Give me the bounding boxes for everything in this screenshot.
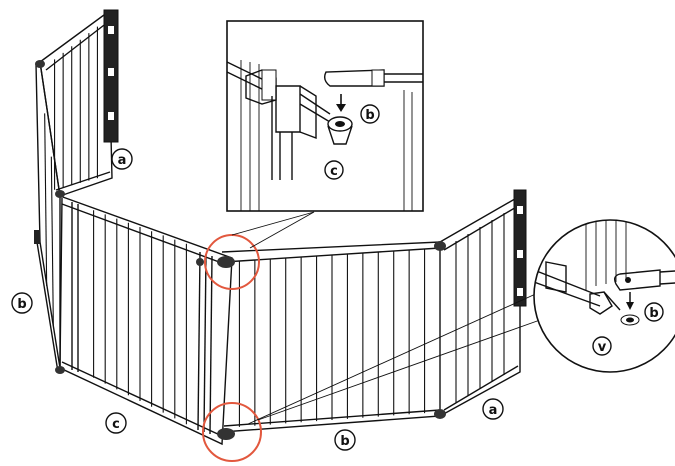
- left-side-panel: [34, 61, 63, 373]
- label-left-panel-a: a: [118, 153, 127, 168]
- left-side-bar: [50, 156, 54, 327]
- right-long-panel: [221, 241, 441, 433]
- label-right-panel-b: b: [340, 434, 349, 449]
- inset-right-label-v: v: [598, 340, 607, 355]
- inset-top-label-c: c: [330, 164, 338, 179]
- label-left-panel-b: b: [17, 297, 26, 312]
- label-right-panel-a: a: [489, 403, 498, 418]
- wall-mount-bracket-right: [513, 189, 527, 307]
- label-middle-panel-c: c: [112, 417, 120, 432]
- left-wall-panel: [39, 9, 119, 197]
- inset-right-label-b: b: [649, 306, 658, 321]
- highlight-circle-bottom-hinge: [202, 402, 262, 462]
- inset-top-label-b: b: [365, 108, 374, 123]
- right-wall-panel: [439, 189, 527, 417]
- left-side-bar: [44, 113, 48, 287]
- inset-right-detail: b v: [533, 219, 675, 373]
- hinges: [35, 60, 446, 440]
- inset-top-detail: b c: [226, 20, 424, 212]
- middle-panel: [59, 195, 233, 446]
- callout-labels: a b c b a: [11, 148, 504, 451]
